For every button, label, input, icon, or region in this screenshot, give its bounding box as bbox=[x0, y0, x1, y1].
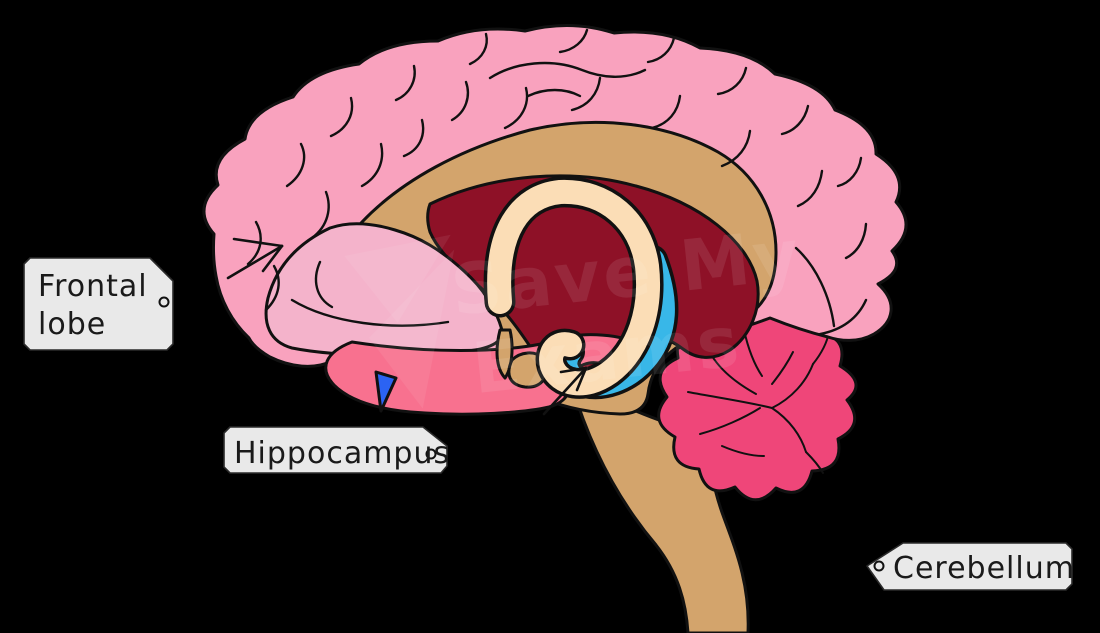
frontal-lobe-tag bbox=[23, 257, 174, 351]
pituitary-gland bbox=[374, 370, 398, 413]
corpus-callosum-ribbon bbox=[487, 179, 661, 396]
frontal-lobe-tag-hole bbox=[158, 296, 170, 308]
hippocampus-tag bbox=[223, 426, 448, 474]
cerebellum-tag bbox=[866, 542, 1073, 591]
frontal-lobe-label-line1: Frontal bbox=[38, 269, 148, 304]
watermark-logo bbox=[344, 234, 451, 323]
hippocampus-tag-hole bbox=[425, 448, 437, 460]
cerebellum-label-text: Cerebellum bbox=[893, 551, 1075, 586]
frontal-lobe-label: Frontal lobe bbox=[23, 257, 174, 351]
watermark-logo-2 bbox=[369, 249, 455, 409]
hippocampus-label-text: Hippocampus bbox=[234, 436, 450, 471]
frontal-lobe-label-line2: lobe bbox=[38, 307, 106, 342]
hippocampus-label: Hippocampus bbox=[223, 426, 450, 474]
cerebellum-label: Cerebellum bbox=[866, 542, 1075, 591]
corpus-callosum-fornix bbox=[483, 176, 664, 399]
hippocampus-arrow bbox=[542, 366, 588, 416]
frontal-lobe-arrow bbox=[226, 237, 284, 280]
cerebellum-tag-hole bbox=[873, 560, 885, 572]
